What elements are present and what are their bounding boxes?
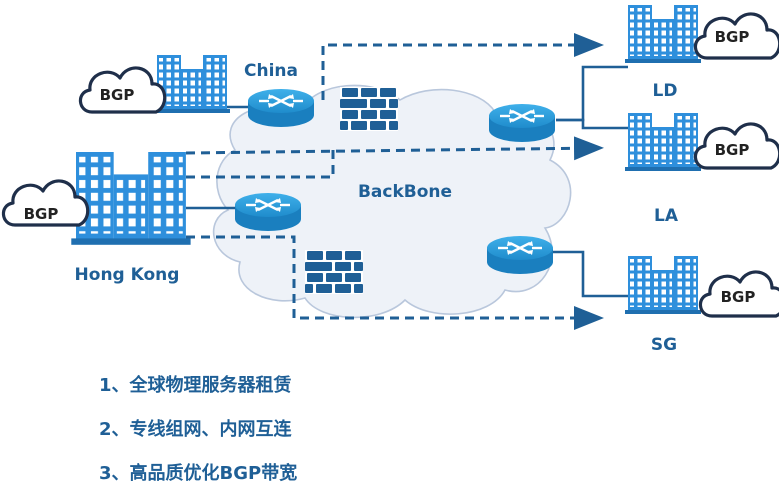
- hk-router-icon: [233, 191, 303, 233]
- label-la: LA: [654, 206, 679, 226]
- bgp-cloud-ld: BGP: [693, 12, 779, 60]
- firewall-top-icon: [340, 87, 398, 131]
- link-china-ld: [321, 33, 604, 100]
- link-router-ld: [556, 65, 628, 122]
- firewall-bottom-icon: [305, 250, 363, 294]
- label-sg: SG: [651, 335, 677, 355]
- bgp-label: BGP: [715, 141, 750, 159]
- sg-router-icon: [485, 234, 555, 276]
- ld-la-router-icon: [487, 102, 557, 144]
- link-hk-la: [185, 136, 604, 161]
- sg-building-icon: [625, 256, 701, 314]
- hong-kong-building-icon: [71, 152, 191, 245]
- label-china: China: [244, 61, 298, 81]
- label-backbone: BackBone: [358, 182, 452, 202]
- bgp-label: BGP: [24, 205, 59, 223]
- bgp-cloud-sg: BGP: [698, 270, 779, 318]
- dashed-links: [185, 33, 604, 330]
- bgp-cloud-la: BGP: [693, 122, 779, 170]
- bgp-label: BGP: [715, 28, 750, 46]
- link-router-sg: [551, 250, 628, 298]
- la-building-icon: [625, 113, 701, 171]
- feature-item-3: 3、高品质优化BGP带宽: [99, 463, 298, 484]
- bgp-label: BGP: [100, 86, 135, 104]
- link-router-la: [556, 118, 628, 130]
- feature-item-1: 1、全球物理服务器租赁: [99, 375, 292, 396]
- bgp-cloud-hk: BGP: [1, 179, 90, 227]
- link-hk-sg: [186, 235, 604, 330]
- bgp-label: BGP: [721, 288, 756, 306]
- china-building-icon: [154, 55, 230, 113]
- feature-item-2: 2、专线组网、内网互连: [99, 419, 292, 440]
- link-hk-backbone: [186, 148, 335, 179]
- label-hong-kong: Hong Kong: [75, 265, 180, 285]
- label-ld: LD: [653, 81, 678, 101]
- ld-building-icon: [625, 5, 701, 63]
- bgp-cloud-china: BGP: [78, 66, 167, 114]
- china-router-icon: [246, 87, 316, 129]
